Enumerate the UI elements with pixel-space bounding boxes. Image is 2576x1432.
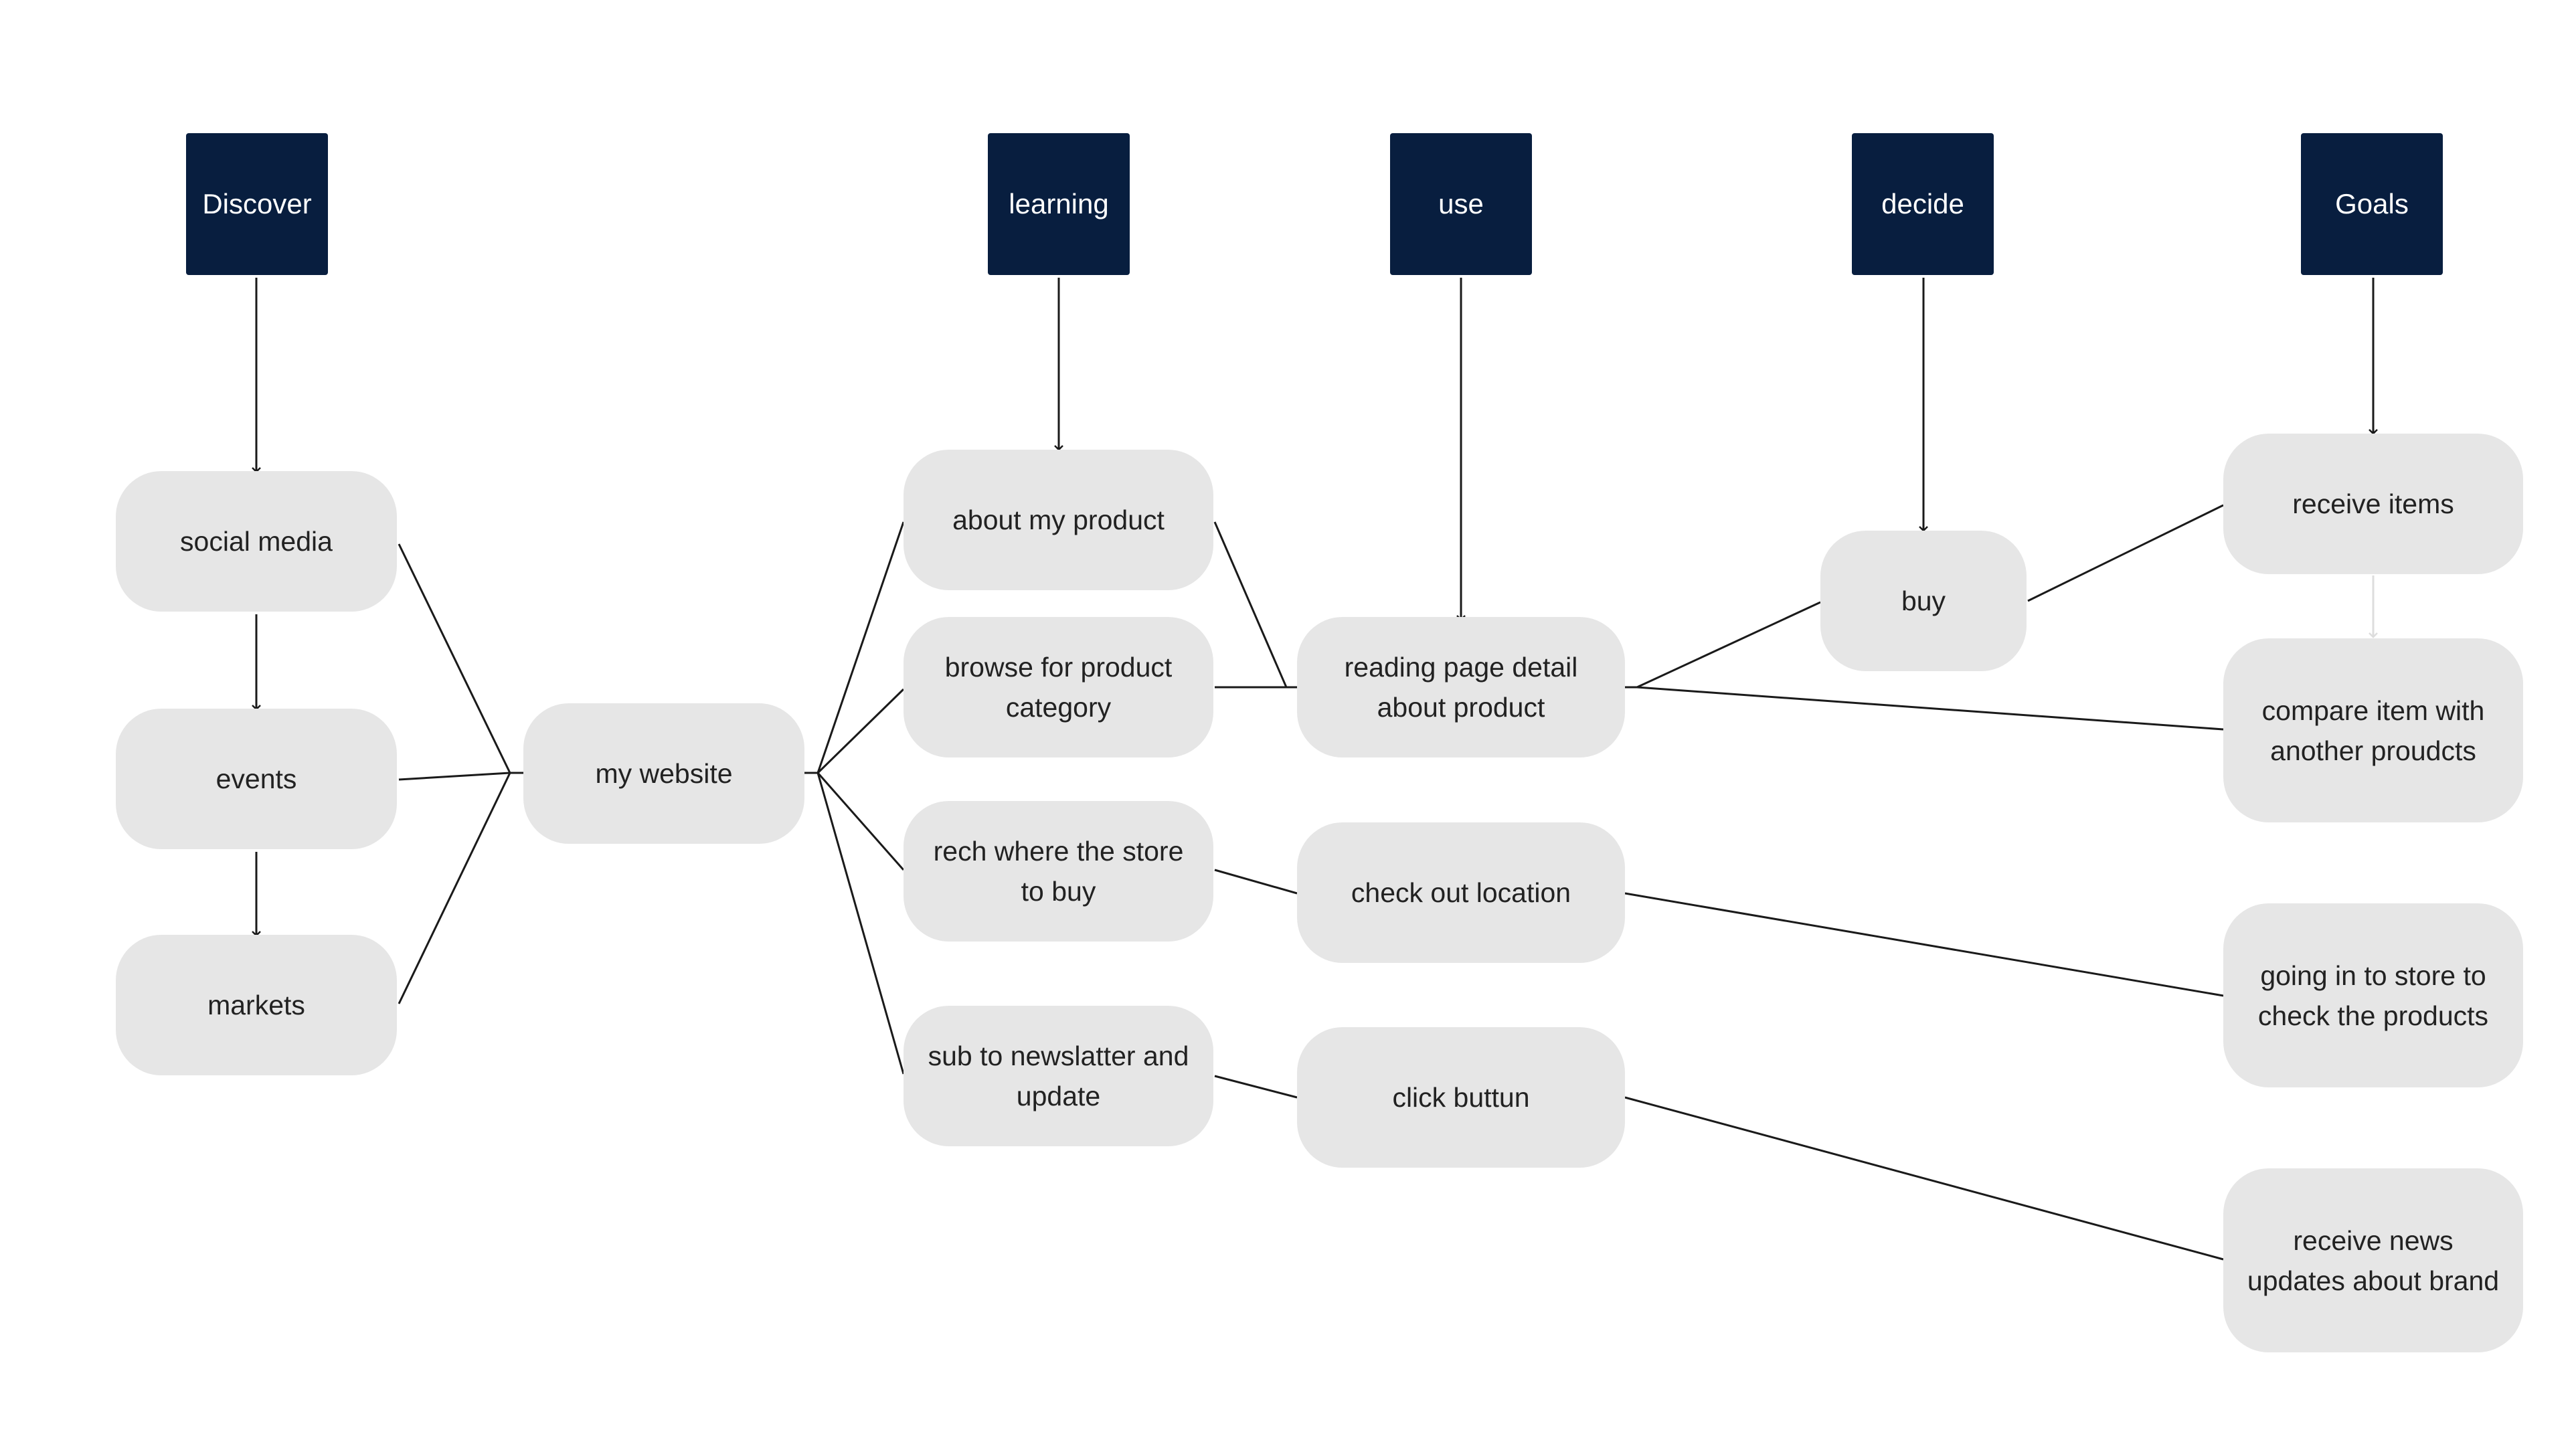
stage-header-label: use	[1438, 188, 1484, 219]
node-rech-where-store: rech where the store to buy	[904, 801, 1213, 942]
connector-check-location-to-going-store	[1624, 892, 2224, 997]
node-label: check out location	[1351, 877, 1571, 908]
connector-events-to-website	[398, 772, 511, 781]
node-label: events	[216, 764, 297, 794]
stage-header-discover: Discover	[186, 133, 328, 275]
node-label: sub to newslatter and update	[928, 1041, 1189, 1111]
node-reading-page-detail: reading page detail about product	[1297, 617, 1625, 757]
node-label: rech where the store to buy	[933, 836, 1184, 907]
connector-about-product-to-reading	[1213, 521, 1297, 689]
connector-rech-store-to-check-location	[1214, 869, 1298, 895]
connector-website-to-browse	[817, 688, 905, 774]
node-click-buttun: click buttun	[1297, 1027, 1625, 1168]
connector-reading-to-buy	[1636, 601, 1821, 689]
node-label: reading page detail about product	[1344, 652, 1578, 723]
node-label: markets	[207, 990, 305, 1020]
node-going-in-store: going in to store to check the products	[2223, 903, 2523, 1087]
node-buy: buy	[1820, 531, 2027, 671]
connector-social-media-to-website	[398, 543, 511, 774]
stage-header-label: Discover	[202, 188, 312, 219]
node-sub-newsletter: sub to newslatter and update	[904, 1006, 1213, 1146]
node-label: going in to store to check the products	[2257, 960, 2489, 1031]
connector-website-to-about-product	[817, 521, 905, 774]
node-compare-item: compare item with another proudcts	[2223, 638, 2523, 822]
node-social-media: social media	[116, 471, 397, 612]
stage-header-label: learning	[1009, 188, 1109, 219]
node-check-out-location: check out location	[1297, 822, 1625, 963]
node-label: browse for product category	[944, 652, 1173, 723]
node-label: buy	[1901, 586, 1946, 616]
node-about-my-product: about my product	[904, 450, 1213, 590]
connector-reading-to-compare	[1636, 686, 2224, 731]
stage-header-use: use	[1390, 133, 1532, 275]
node-label: my website	[595, 758, 733, 789]
connector-click-buttun-to-receive-news	[1624, 1096, 2224, 1261]
node-markets: markets	[116, 935, 397, 1075]
node-events: events	[116, 709, 397, 849]
node-browse-product-category: browse for product category	[904, 617, 1213, 757]
stage-header-learning: learning	[988, 133, 1130, 275]
node-receive-items: receive items	[2223, 434, 2523, 574]
node-label: receive items	[2292, 488, 2454, 519]
connector-markets-to-website	[398, 772, 511, 1004]
connector-website-to-newsletter	[817, 772, 905, 1075]
node-label: click buttun	[1392, 1082, 1530, 1113]
stage-header-decide: decide	[1852, 133, 1994, 275]
connector-newsletter-to-click-buttun	[1214, 1075, 1298, 1099]
connector-buy-to-receive-items	[2027, 504, 2224, 602]
node-label: about my product	[952, 505, 1165, 535]
stage-header-label: Goals	[2335, 188, 2409, 219]
node-label: receive news updates about brand	[2247, 1225, 2500, 1296]
node-my-website: my website	[523, 703, 804, 844]
node-label: compare item with another proudcts	[2261, 695, 2485, 766]
stage-header-goals: Goals	[2301, 133, 2443, 275]
stage-header-label: decide	[1881, 188, 1964, 219]
node-receive-news: receive news updates about brand	[2223, 1168, 2523, 1352]
connector-website-to-rech-store	[817, 772, 905, 871]
node-label: social media	[180, 526, 333, 557]
